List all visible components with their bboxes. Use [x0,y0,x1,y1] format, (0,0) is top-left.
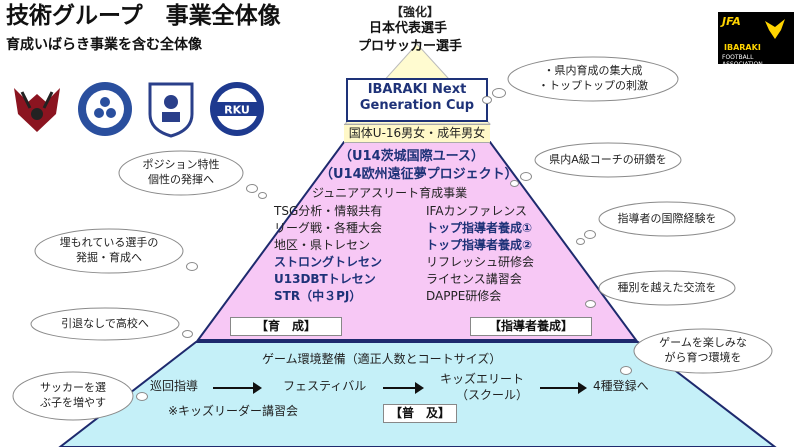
university-crest-icon [148,82,194,138]
apex-line2: プロサッカー選手 [358,39,463,54]
kids-leader-course: ※キッズリーダー講習会 [168,404,299,418]
left-item: ストロングトレセン [274,255,383,269]
flow-arrow-2 [383,382,424,394]
cloud-right-2: 指導者の国際経験を [598,201,736,237]
right-item: ライセンス講習会 [426,272,522,286]
cloud-text: 県内A級コーチの研鑽を [549,152,667,166]
antlers-logo-icon [14,88,60,132]
junior-athlete-program: ジュニアアスリート育成事業 [312,186,468,200]
left-item: STR（中３PJ） [274,289,362,303]
cloud-text: ポジション特性 個性の発揮へ [142,158,220,186]
cloud-bubble [492,88,506,98]
left-item: TSG分析・情報共有 [274,204,383,218]
cloud-text: 引退なしで高校へ [61,316,149,330]
cloud-bubble [576,238,585,245]
crow-emblem-icon [765,19,785,39]
game-environment: ゲーム環境整備（適正人数とコートサイズ） [262,352,502,366]
cloud-bubble [246,184,258,193]
cloud-bubble [585,300,596,308]
cloud-text: ゲームを楽しみな がら育つ環境を [659,336,747,364]
right-item: トップ指導者養成① [426,221,533,235]
cloud-bubble [258,192,267,199]
cloud-left-3: 引退なしで高校へ [30,307,180,341]
flow-festival: フェスティバル [283,379,367,393]
left-item: 地区・県トレセン [274,238,371,252]
right-item: トップ指導者養成② [426,238,533,252]
flow-kids-elite: キッズエリート [440,372,525,386]
cloud-bubble [182,330,193,338]
association-line2: FOOTBALL ASSOCIATION [722,54,763,68]
cloud-right-4: ゲームを楽しみな がら育つ環境を [633,328,773,374]
cloud-right-3: 種別を越えた交流を [598,270,736,306]
association-line1: IBARAKI [724,43,761,52]
label-shidosha: 【指導者養成】 [470,317,592,336]
cloud-right-1: 県内A級コーチの研鑽を [534,142,682,178]
kokutai-band: 国体U-16男女・成年男女 [344,124,490,143]
label-fukyu: 【普 及】 [383,404,457,423]
cloud-text: サッカーを選 ぶ子を増やす [40,381,106,409]
cup-line2: Generation Cup [359,98,475,114]
right-item: リフレッシュ研修会 [426,255,535,269]
cloud-text: 埋もれている選手の 発掘・育成へ [59,236,159,264]
highlight-international-youth: （U14茨城国際ユース） [339,149,484,164]
cloud-text: ・県内育成の集大成 ・トップトップの刺激 [538,64,648,92]
flow-junkai: 巡回指導 [150,379,199,393]
page-title: 技術グループ 事業全体像 [6,3,281,29]
label-ikusei: 【育 成】 [230,317,342,336]
cup-line1: IBARAKI Next [367,82,467,97]
hollyhock-logo-icon [78,82,132,136]
cloud-bubble [520,172,532,181]
flow-registration: 4種登録へ [593,379,649,393]
right-item: IFAカンファレンス [426,204,527,218]
highlight-europe-project: （U14欧州遠征夢プロジェクト） [320,167,518,182]
jfa-mark: JFA [722,15,741,28]
cloud-text: 指導者の国際経験を [617,211,717,225]
ibaraki-fa-logo: JFA IBARAKI FOOTBALL ASSOCIATION [718,12,794,68]
page-subtitle: 育成いばらき事業を含む全体像 [6,37,202,53]
cloud-top-right: ・県内育成の集大成 ・トップトップの刺激 [507,56,679,102]
cloud-left-4: サッカーを選 ぶ子を増やす [12,371,134,421]
cloud-bubble [620,366,632,375]
next-generation-cup: IBARAKI Next Generation Cup [346,78,488,122]
rku-logo-text: RKU [224,104,250,117]
rku-logo-icon: RKU [210,82,264,136]
flow-arrow-3 [540,382,587,394]
cloud-left-2: 埋もれている選手の 発掘・育成へ [34,228,184,274]
flow-school: （スクール） [456,388,529,402]
cloud-bubble [510,180,519,187]
apex-heading: 【強化】 [391,5,440,19]
flow-arrow-1 [213,382,262,394]
right-item: DAPPE研修会 [426,289,502,303]
left-item: リーグ戦・各種大会 [274,221,383,235]
apex-line1: 日本代表選手 [369,21,448,36]
cloud-bubble [584,230,596,239]
cloud-bubble [482,96,492,104]
cloud-bubble [136,392,148,401]
cloud-left-1: ポジション特性 個性の発揮へ [118,150,244,196]
cloud-bubble [186,262,198,271]
cloud-text: 種別を越えた交流を [617,280,717,294]
left-item: U13DBTトレセン [274,272,376,286]
